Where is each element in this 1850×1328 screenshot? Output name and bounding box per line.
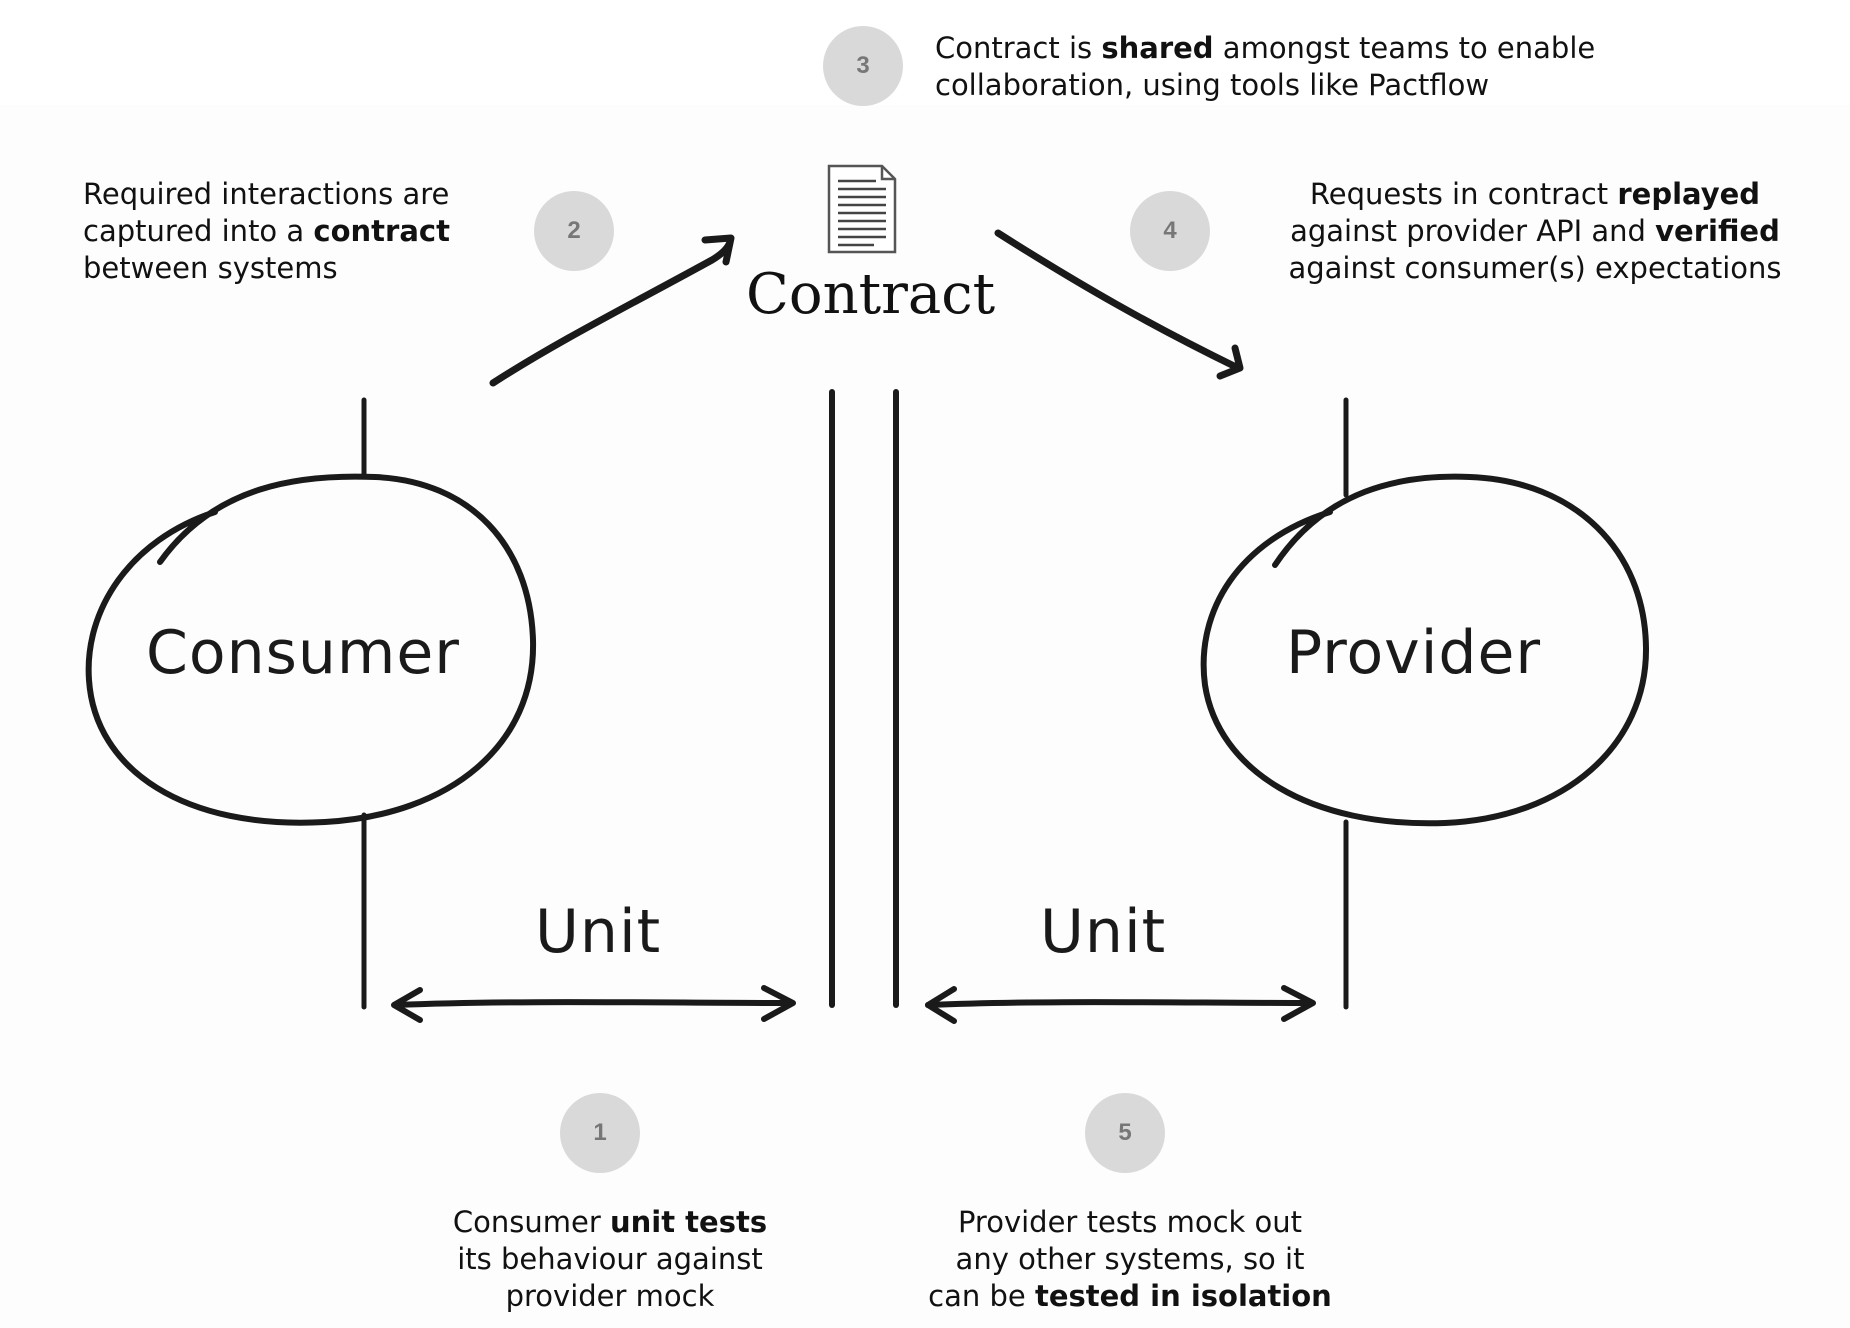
step-note-bold-text: verified [1655,214,1780,248]
step-note-text: Required interactions are [83,177,450,211]
step-note-text: Consumer [452,1205,610,1239]
step-note-bold-text: shared [1101,31,1214,65]
step-note-line: provider mock [420,1278,800,1315]
step-note-bold-text: contract [313,214,450,248]
consumer-unit-label: Unit [535,897,662,967]
step-note-text: collaboration, using tools like Pactflow [935,68,1490,102]
consumer-unit-arrow-right-head [761,985,796,1022]
step-note-text: provider mock [505,1279,715,1313]
step-note-bold-text: unit tests [609,1205,768,1239]
background [0,105,1850,1328]
step-badge-1: 1 [560,1093,640,1173]
arrow-to-provider [994,229,1240,371]
step-note-line: Provider tests mock out [905,1204,1355,1241]
step-note-line: captured into a contract [83,213,450,250]
provider-unit-arrow-left-head [925,986,957,1024]
step-note-text: its behaviour against [457,1242,763,1276]
provider-unit-label: Unit [1040,897,1167,967]
step-note-text: Contract is [935,31,1102,65]
contract-title: Contract [746,262,996,327]
step-note-text: amongst teams to enable [1213,31,1596,65]
step-note-text: against provider API and [1290,214,1656,248]
step-note-line: Contract is shared amongst teams to enab… [935,30,1595,67]
step-note-bold-text: replayed [1617,177,1761,211]
step-note-text: Provider tests mock out [957,1205,1303,1239]
arrow-to-provider-head [1216,344,1244,380]
step-note-line: its behaviour against [420,1241,800,1278]
step-badge-5: 5 [1085,1093,1165,1173]
provider-unit-arrow-right-head [1281,985,1316,1022]
step-note-line: Consumer unit tests [420,1204,800,1241]
consumer-unit-arrow [393,999,795,1008]
arrow-to-contract [489,238,734,387]
step-note-text: against consumer(s) expectations [1288,251,1782,285]
provider-circle [1200,473,1650,827]
step-note-line: can be tested in isolation [905,1278,1355,1315]
step-note-text: captured into a [83,214,314,248]
document-icon [827,164,897,254]
step-note-line: Required interactions are [83,176,450,213]
arrow-to-contract-head [701,234,735,266]
provider-unit-arrow [925,999,1315,1008]
consumer-label: Consumer [146,618,460,688]
consumer-circle [85,473,537,826]
provider-label: Provider [1286,618,1542,688]
step-note-text: between systems [83,251,338,285]
step-note-text: can be [928,1279,1035,1313]
consumer-unit-arrow-left-head [391,987,423,1023]
step-note-3: Contract is shared amongst teams to enab… [935,30,1595,104]
step-note-line: between systems [83,250,450,287]
step-note-text: Requests in contract [1309,177,1618,211]
step-badge-2: 2 [534,191,614,271]
step-badge-4: 4 [1130,191,1210,271]
step-note-line: against provider API and verified [1270,213,1800,250]
step-note-line: collaboration, using tools like Pactflow [935,67,1595,104]
step-note-bold-text: tested in isolation [1034,1279,1332,1313]
step-note-line: any other systems, so it [905,1241,1355,1278]
step-badge-3: 3 [823,26,903,106]
step-note-text: any other systems, so it [955,1242,1305,1276]
step-note-line: against consumer(s) expectations [1270,250,1800,287]
step-note-line: Requests in contract replayed [1270,176,1800,213]
